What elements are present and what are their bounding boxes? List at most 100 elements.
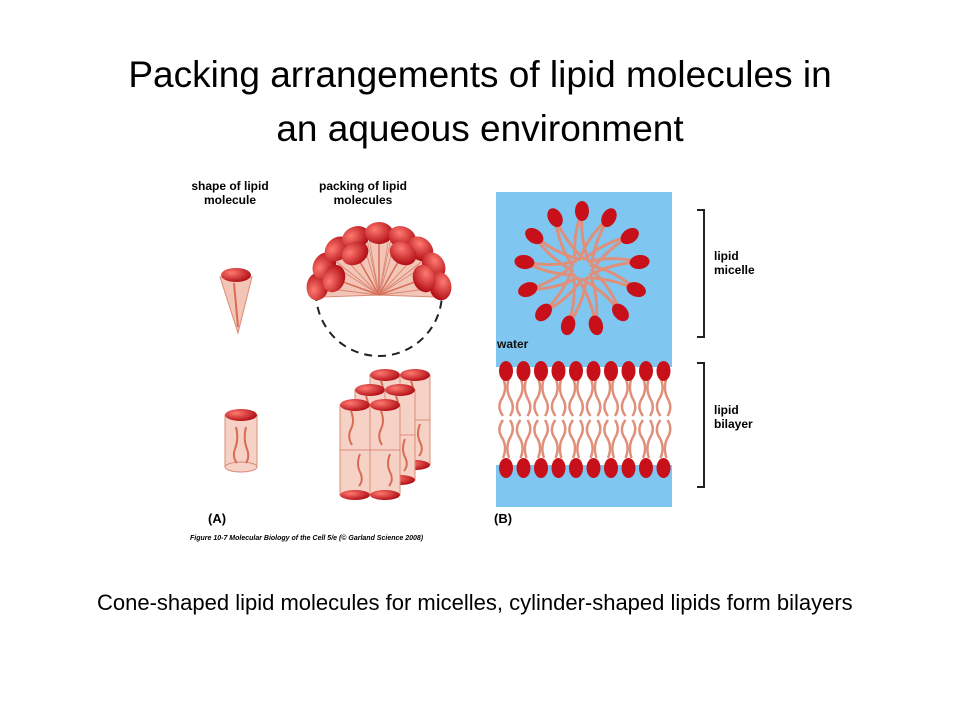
col2-header-line-2: molecules <box>333 193 393 207</box>
bilayer-tail <box>611 419 619 459</box>
panel-b-label: (B) <box>494 511 513 526</box>
micelle-head <box>560 315 576 336</box>
bilayer-head-bottom <box>569 458 583 478</box>
bilayer-head-top <box>604 361 618 381</box>
lipid-bilayer-drawing <box>496 355 672 507</box>
bilayer-head-top <box>534 361 548 381</box>
bilayer-tail <box>638 419 647 459</box>
bilayer-head-top <box>639 361 653 381</box>
bilayer-tail <box>515 419 524 459</box>
bilayer-head-bottom <box>621 458 636 478</box>
cylinder-head <box>370 490 400 500</box>
bilayer-tail <box>628 377 637 417</box>
bilayer-head-top <box>499 361 513 381</box>
micelle-head <box>525 227 544 245</box>
cylinder-head <box>385 384 415 396</box>
micelle-head <box>601 208 617 228</box>
bilayer-tail <box>663 377 672 417</box>
cone-head <box>365 222 393 244</box>
micelle-head <box>547 208 563 228</box>
bilayer-label-line-2: bilayer <box>714 417 753 431</box>
bilayer-tail <box>568 377 577 417</box>
bilayer-head-bottom <box>516 458 531 478</box>
micelle-head <box>518 282 538 298</box>
bilayer-tail <box>533 419 542 459</box>
col1-header-line-2: molecule <box>203 193 257 207</box>
single-cylinder-lipid <box>224 409 258 473</box>
bilayer-head-bottom <box>586 458 601 478</box>
micelle-bracket <box>697 209 705 338</box>
figure-drawing <box>219 192 705 507</box>
micelle-head <box>535 303 552 322</box>
bilayer-tail <box>506 377 514 417</box>
cylinder-head <box>340 490 370 500</box>
bilayer-tail <box>611 377 619 417</box>
bilayer-tail <box>603 377 612 417</box>
slide-title-line-1: Packing arrangements of lipid molecules … <box>128 54 832 95</box>
bilayer-head-bottom <box>499 458 513 478</box>
micelle-head <box>588 315 604 336</box>
cylinder-head <box>370 399 400 411</box>
bilayer-tail <box>593 377 602 417</box>
bilayer-tail <box>593 419 602 459</box>
bilayer-tail <box>515 377 524 417</box>
bilayer-tail <box>620 377 629 417</box>
bilayer-tail <box>568 419 577 459</box>
bilayer-tail <box>523 377 532 417</box>
slide-title: Packing arrangements of lipid molecules … <box>40 48 920 156</box>
cone-head <box>322 264 346 293</box>
col2-header: packing of lipid molecules <box>308 179 418 207</box>
cylinder-head <box>370 369 400 381</box>
bilayer-label-line-1: lipid <box>714 403 739 417</box>
bilayer-tail <box>506 419 514 459</box>
cylinder-head <box>355 384 385 396</box>
cone-head <box>389 241 417 266</box>
caption-note: Cone-shaped lipid molecules for micelles… <box>97 590 853 615</box>
bilayer-tail <box>523 419 532 459</box>
bilayer-tail <box>550 419 559 459</box>
bilayer-head-bottom <box>604 458 618 478</box>
micelle-head <box>620 227 639 245</box>
bilayer-tail <box>550 377 559 417</box>
micelle-label-line-2: micelle <box>714 263 755 277</box>
water-label: water <box>497 337 529 351</box>
micelle-label-line-1: lipid <box>714 249 739 263</box>
bilayer-tail <box>558 377 567 417</box>
bilayer-tail <box>585 419 594 459</box>
micelle-head <box>629 254 650 270</box>
cylinder-packing-stack <box>339 369 431 500</box>
micelle-head <box>514 254 535 270</box>
micelle-head <box>626 282 646 298</box>
bilayer-tail <box>541 377 549 417</box>
cone-head <box>412 264 436 293</box>
bilayer-tail <box>576 377 584 417</box>
bilayer-tail <box>603 419 612 459</box>
bilayer-tail <box>655 419 664 459</box>
bilayer-head-bottom <box>656 458 671 478</box>
figure-caption: Figure 10-7 Molecular Biology of the Cel… <box>190 535 424 542</box>
panel-a-label: (A) <box>208 511 227 526</box>
bilayer-tail <box>646 419 654 459</box>
single-cone-lipid <box>219 268 253 335</box>
bilayer-tail <box>498 419 507 459</box>
col1-header-line-1: shape of lipid <box>191 179 269 193</box>
bilayer-tail <box>558 419 567 459</box>
bilayer-tail <box>533 377 542 417</box>
bilayer-head-top <box>569 361 583 381</box>
bilayer-head-bottom <box>551 458 566 478</box>
bilayer-tail <box>620 419 629 459</box>
bilayer-tail <box>655 377 664 417</box>
slide-title-line-2: an aqueous environment <box>276 108 684 149</box>
bilayer-head-top <box>586 361 601 381</box>
bilayer-head-top <box>621 361 636 381</box>
bilayer-head-top <box>551 361 566 381</box>
lipid-packing-figure: shape of lipid molecule packing of lipid… <box>180 165 780 550</box>
bilayer-tail <box>498 377 507 417</box>
micelle-label: lipid micelle <box>714 249 755 277</box>
bilayer-head-top <box>656 361 671 381</box>
cone-packing-hemisphere <box>306 222 452 357</box>
micelle-head <box>575 201 589 221</box>
micelle-head <box>612 303 629 322</box>
lipid-micelle-drawing <box>514 201 650 336</box>
cylinder-head <box>400 369 430 381</box>
